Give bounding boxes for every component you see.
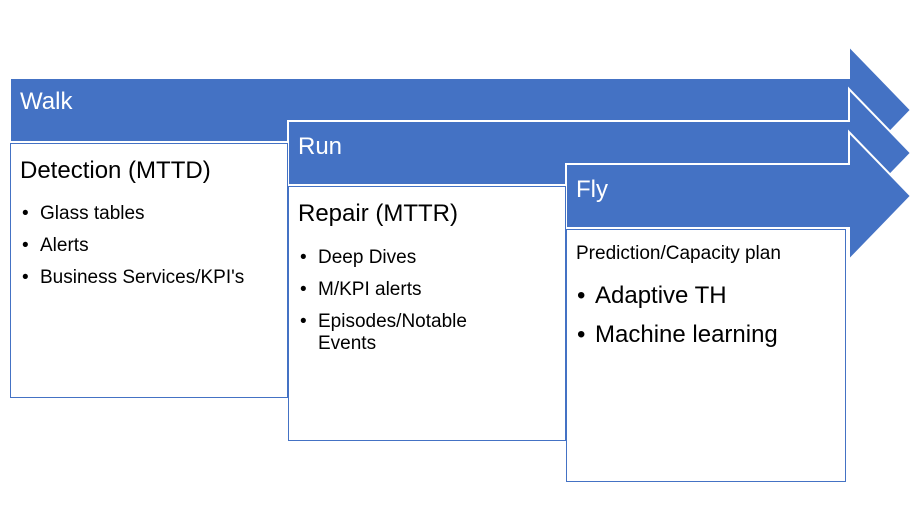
detection-card: Detection (MTTD) •Glass tables •Alerts •… bbox=[10, 143, 288, 398]
list-item: •Episodes/Notable Events bbox=[300, 311, 467, 354]
list-item: •Glass tables bbox=[22, 203, 145, 224]
repair-title: Repair (MTTR) bbox=[298, 200, 458, 227]
list-item: •Business Services/KPI's bbox=[22, 267, 245, 288]
repair-list: •Deep Dives •M/KPI alerts •Episodes/Nota… bbox=[300, 247, 515, 365]
list-item: •Machine learning bbox=[577, 321, 778, 348]
walk-label: Walk bbox=[20, 88, 73, 115]
run-label: Run bbox=[298, 133, 343, 160]
fly-label: Fly bbox=[576, 176, 608, 203]
list-item: •Deep Dives bbox=[300, 247, 417, 268]
detection-title: Detection (MTTD) bbox=[20, 157, 211, 184]
detection-list: •Glass tables •Alerts •Business Services… bbox=[22, 203, 284, 299]
prediction-title: Prediction/Capacity plan bbox=[576, 243, 781, 264]
prediction-card: Prediction/Capacity plan •Adaptive TH •M… bbox=[566, 229, 846, 482]
repair-card: Repair (MTTR) •Deep Dives •M/KPI alerts … bbox=[288, 186, 566, 441]
prediction-list: •Adaptive TH •Machine learning bbox=[577, 282, 839, 360]
list-item: •M/KPI alerts bbox=[300, 279, 422, 300]
list-item: •Alerts bbox=[22, 235, 89, 256]
list-item: •Adaptive TH bbox=[577, 282, 727, 309]
